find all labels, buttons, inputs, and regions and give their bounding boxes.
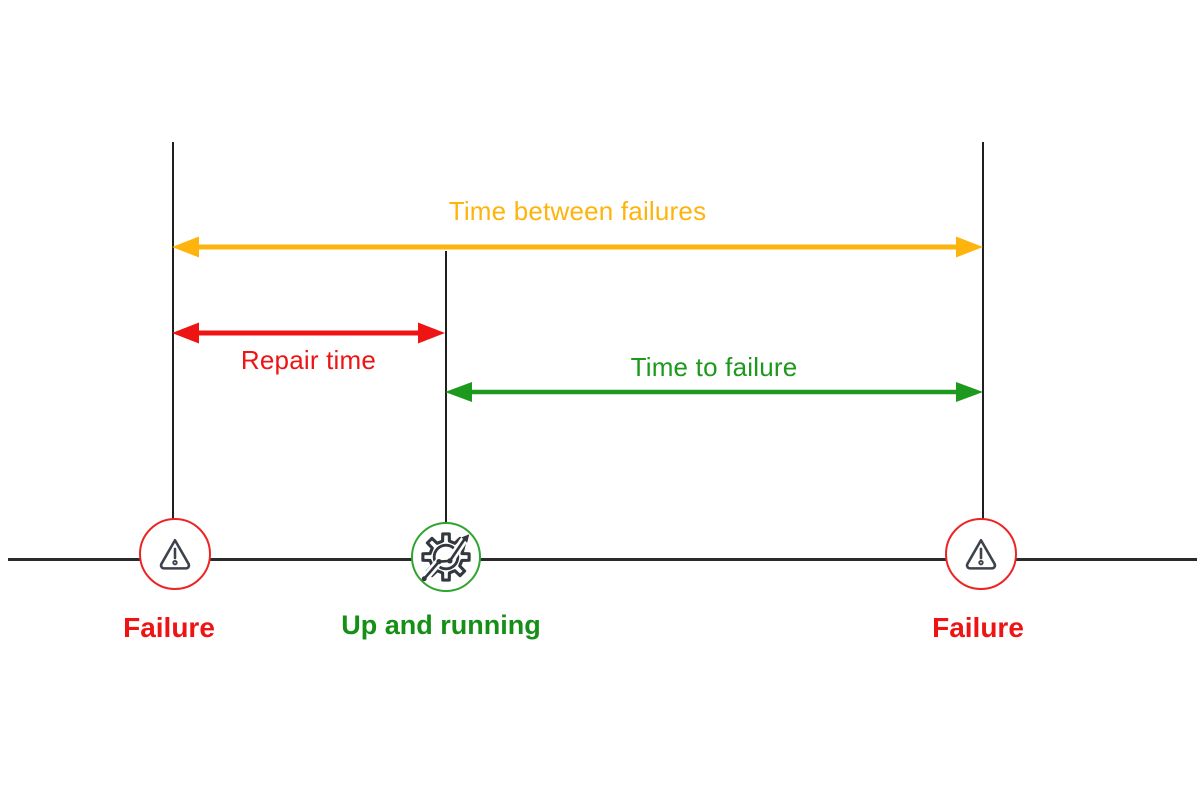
up-and-running-label: Up and running	[341, 610, 541, 640]
up-and-running-event-marker	[411, 522, 481, 592]
up-and-running-event-line	[445, 251, 447, 560]
repair-time-arrow	[172, 322, 445, 344]
time-between-failures-arrow	[172, 236, 983, 258]
warning-icon	[159, 538, 191, 570]
gear-trend-icon	[421, 532, 471, 582]
failure-event-marker-right	[945, 518, 1017, 590]
timeline-baseline	[8, 558, 1197, 561]
time-to-failure-arrow	[445, 382, 983, 402]
failure-label-left: Failure	[123, 612, 215, 643]
time-to-failure-label: Time to failure	[630, 352, 798, 382]
time-between-failures-label: Time between failures	[448, 196, 707, 226]
repair-time-label: Repair time	[240, 345, 377, 375]
failure-event-marker-left	[139, 518, 211, 590]
failure-label-right: Failure	[932, 612, 1024, 643]
failure-event-line-right	[982, 142, 984, 560]
failure-event-line-left	[172, 142, 174, 560]
warning-icon	[965, 538, 997, 570]
